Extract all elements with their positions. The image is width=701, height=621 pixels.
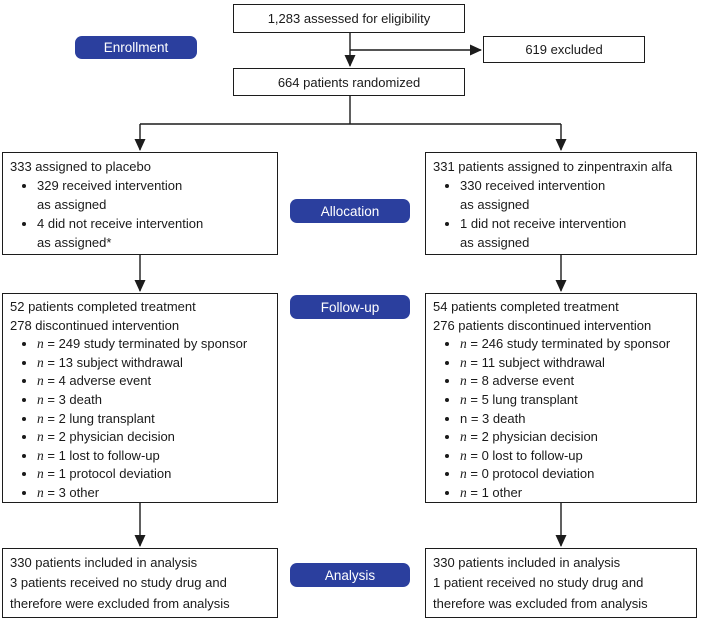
followup-zinpentraxin-line2: 276 patients discontinued intervention [433, 317, 652, 333]
list-item: n = 1 other [460, 484, 694, 503]
allocation-zinpentraxin-box: 331 patients assigned to zinpentraxin al… [425, 152, 697, 255]
excluded-text: 619 excluded [525, 42, 603, 57]
list-item: n = 3 death [37, 391, 275, 410]
randomized-text: 664 patients randomized [277, 74, 421, 90]
stage-label-analysis: Analysis [290, 563, 410, 587]
randomized-box: 664 patients randomized [233, 68, 465, 96]
list-item: n = 2 physician decision [460, 428, 694, 447]
list-item: n = 5 lung transplant [460, 391, 694, 410]
excluded-box: 619 excluded [483, 36, 645, 63]
allocation-placebo-title: 333 assigned to placebo [10, 159, 151, 174]
followup-placebo-line1: 52 patients completed treatment [10, 299, 196, 314]
followup-placebo-line2: 278 discontinued intervention [10, 317, 180, 333]
list-item: n = 2 physician decision [37, 428, 275, 447]
list-item: n = 3 other [37, 484, 275, 503]
list-item: n = 246 study terminated by sponsor [460, 335, 694, 354]
allocation-zinpentraxin-title: 331 patients assigned to zinpentraxin al… [433, 159, 673, 174]
list-item: n = 13 subject withdrawal [37, 354, 275, 373]
list-item: n = 3 death [460, 410, 694, 429]
analysis-zinpentraxin-box: 330 patients included in analysis 1 pati… [425, 548, 697, 618]
followup-placebo-list: n = 249 study terminated by sponsor n = … [10, 335, 275, 502]
list-item: n = 1 lost to follow-up [37, 447, 275, 466]
list-item: 329 received intervention as assigned [37, 176, 275, 214]
list-item: n = 0 lost to follow-up [460, 447, 694, 466]
followup-zinpentraxin-list: n = 246 study terminated by sponsor n = … [433, 335, 694, 502]
assessed-box: 1,283 assessed for eligibility [233, 4, 465, 33]
list-item: n = 249 study terminated by sponsor [37, 335, 275, 354]
list-item: n = 11 subject withdrawal [460, 354, 694, 373]
allocation-zinpentraxin-list: 330 received intervention as assigned 1 … [433, 176, 694, 252]
followup-zinpentraxin-box: 54 patients completed treatment 276 pati… [425, 293, 697, 503]
followup-zinpentraxin-line1: 54 patients completed treatment [433, 299, 619, 314]
stage-label-allocation: Allocation [290, 199, 410, 223]
allocation-placebo-box: 333 assigned to placebo 329 received int… [2, 152, 278, 255]
analysis-placebo-box: 330 patients included in analysis 3 pati… [2, 548, 278, 618]
list-item: n = 2 lung transplant [37, 410, 275, 429]
list-item: n = 0 protocol deviation [460, 465, 694, 484]
stage-label-enrollment: Enrollment [75, 36, 197, 59]
allocation-placebo-list: 329 received intervention as assigned 4 … [10, 176, 275, 252]
list-item: 1 did not receive intervention as assign… [460, 214, 694, 252]
stage-label-followup: Follow-up [290, 295, 410, 319]
list-item: n = 4 adverse event [37, 372, 275, 391]
list-item: n = 1 protocol deviation [37, 465, 275, 484]
list-item: 330 received intervention as assigned [460, 176, 694, 214]
list-item: 4 did not receive intervention as assign… [37, 214, 275, 252]
list-item: n = 8 adverse event [460, 372, 694, 391]
followup-placebo-box: 52 patients completed treatment 278 disc… [2, 293, 278, 503]
assessed-text: 1,283 assessed for eligibility [267, 11, 431, 26]
